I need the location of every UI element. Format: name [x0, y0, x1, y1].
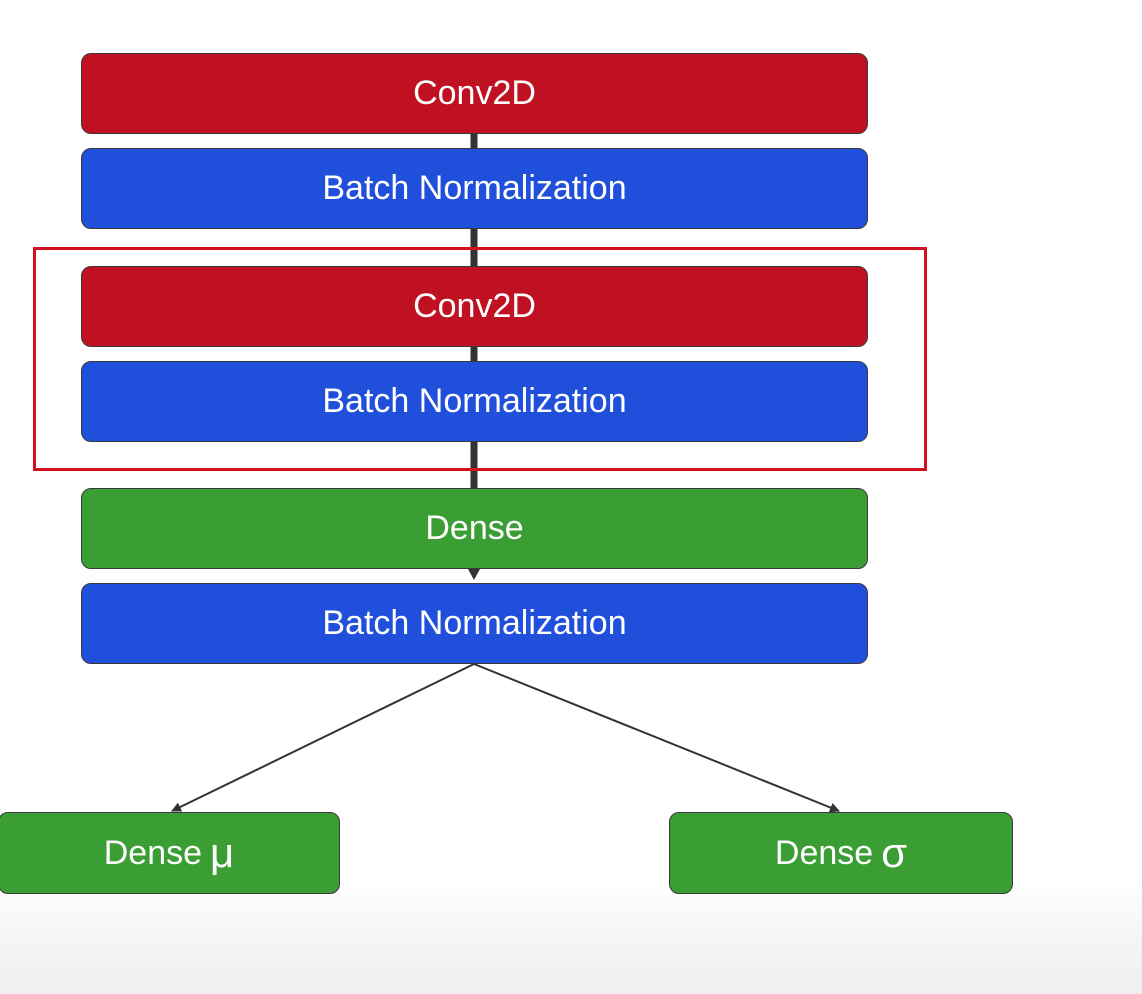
dense-block-label: Dense [425, 509, 524, 547]
dense-mu-label: Dense [103, 833, 203, 872]
highlight-box [33, 247, 927, 471]
conv2d-block-1: Conv2D [81, 53, 868, 134]
dense-block: Dense [81, 488, 868, 569]
arrow-to-dense-mu [171, 663, 475, 812]
connector-5-6-arrow [468, 569, 480, 580]
sigma-symbol: σ [881, 829, 908, 876]
batch-norm-block-2: Batch Normalization [81, 361, 868, 442]
batch-norm-block-2-label: Batch Normalization [322, 382, 627, 420]
batch-norm-block-3-label: Batch Normalization [322, 604, 627, 642]
conv2d-block-1-label: Conv2D [413, 74, 536, 112]
arrow-to-dense-sigma [473, 663, 840, 813]
dense-sigma-block: Dense σ [669, 812, 1013, 894]
conv2d-block-2-label: Conv2D [413, 287, 536, 325]
mu-symbol: μ [210, 829, 235, 876]
batch-norm-block-1: Batch Normalization [81, 148, 868, 229]
batch-norm-block-1-label: Batch Normalization [322, 169, 627, 207]
dense-mu-block: Dense μ [0, 812, 340, 894]
dense-sigma-label: Dense [774, 833, 874, 872]
conv2d-block-2: Conv2D [81, 266, 868, 347]
batch-norm-block-3: Batch Normalization [81, 583, 868, 664]
